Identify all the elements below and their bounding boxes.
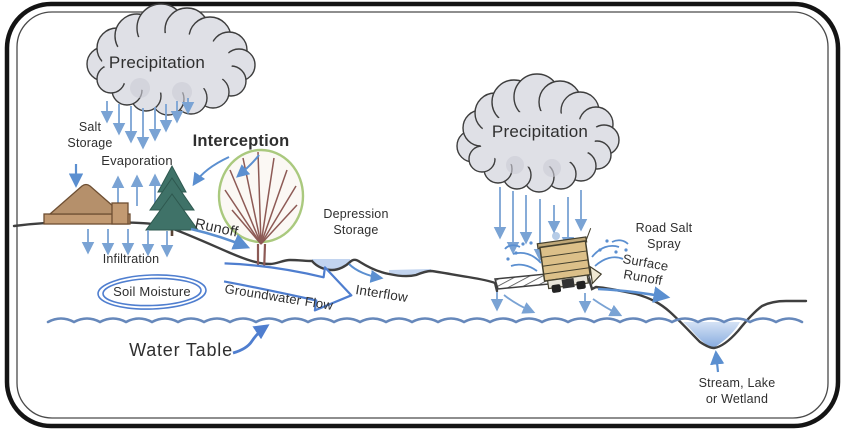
deciduous-tree-icon <box>217 148 305 273</box>
soil-moisture-oval <box>97 274 207 310</box>
label-soil-moisture: Soil Moisture <box>113 284 191 299</box>
stream-water <box>683 322 740 348</box>
label-stream-lake-wetland: Stream, Lake or Wetland <box>698 376 776 406</box>
label-precipitation-left: Precipitation <box>108 53 206 72</box>
road-infiltration-arrows <box>490 292 623 317</box>
label-evaporation: Evaporation <box>101 153 173 168</box>
surface-runoff-arrow <box>597 286 671 304</box>
border-frame <box>4 1 841 429</box>
salt-truck-icon <box>536 227 603 293</box>
stream-pointer-arrow <box>710 350 725 373</box>
groundwater-flow-arrow <box>223 262 353 312</box>
cloud-icon-left <box>86 3 256 116</box>
label-interception: Interception <box>192 132 290 150</box>
label-water-table: Water Table <box>129 340 233 360</box>
conifer-tree-icon <box>145 164 199 236</box>
depression-pond-2 <box>389 269 431 277</box>
rain-arrows-left <box>100 98 195 150</box>
salt-spray-right <box>591 239 629 267</box>
label-precipitation-right: Precipitation <box>491 122 589 141</box>
salt-spray-left <box>504 241 542 272</box>
infiltration-arrows <box>81 229 174 258</box>
cloud-icon-right <box>456 73 620 193</box>
label-infiltration: Infiltration <box>102 252 160 266</box>
runoff-arrow <box>190 227 251 250</box>
interception-arrows <box>192 154 260 187</box>
interflow-arrow <box>348 263 384 283</box>
label-depression-storage: Depression Storage <box>323 207 389 237</box>
label-salt-storage: Salt Storage <box>67 120 113 150</box>
water-table-pointer-arrow <box>232 324 270 355</box>
water-table-line <box>46 317 804 324</box>
label-road-salt-spray: Road Salt Spray <box>635 221 693 251</box>
